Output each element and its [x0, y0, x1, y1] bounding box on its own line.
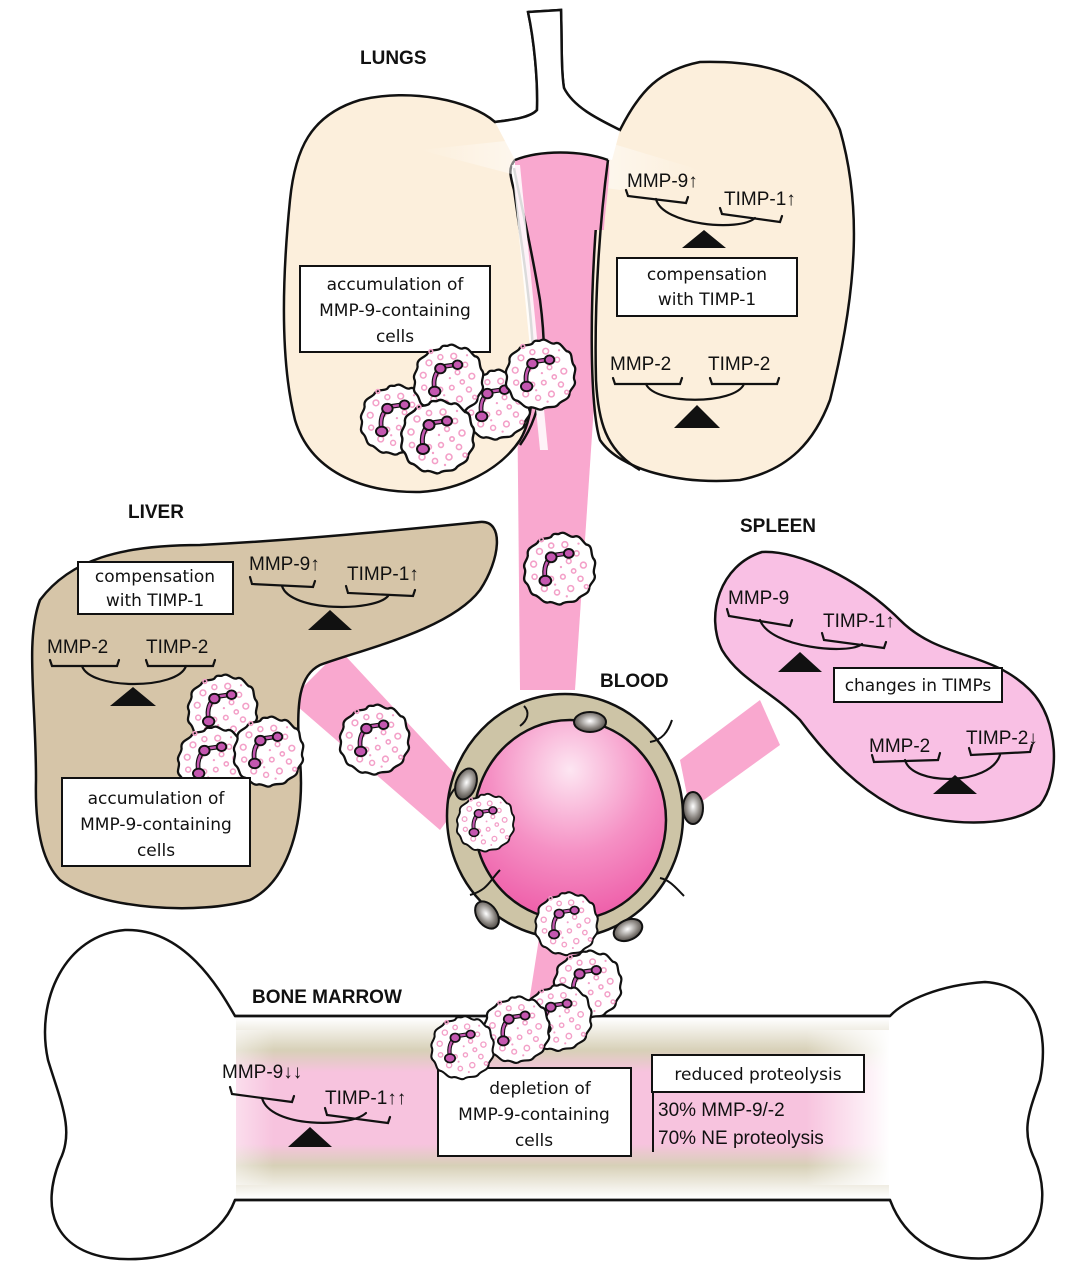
liver-scale-mmp9-timp1: MMP-9↑ TIMP-1↑: [248, 554, 419, 630]
spleen-scale-mmp2-timp2: MMP-2 TIMP-2↓: [869, 728, 1038, 794]
tract-spleen-blood: [680, 700, 780, 810]
lungs-title: LUNGS: [360, 48, 427, 69]
fulcrum-icon: [682, 230, 726, 248]
marrow-scale-mmp9-timp1: MMP-9↓↓ TIMP-1↑↑: [222, 1062, 406, 1147]
liver-organ: LIVER compensation with TIMP-1 MMP-9↑ TI…: [30, 502, 499, 910]
lungs-scale-bottom-left: MMP-2: [610, 354, 671, 375]
fulcrum-icon: [288, 1127, 332, 1147]
spleen-scale-mmp9-timp1: MMP-9 TIMP-1↑: [725, 588, 895, 672]
marrow-stat-mmp: 30% MMP-9/-2: [658, 1100, 785, 1121]
liver-comp-line1: compensation: [95, 567, 215, 587]
lungs-compensation-box: compensation with TIMP-1: [616, 257, 798, 317]
lungs-accumulation-box: accumulation of MMP-9-containing cells: [299, 265, 491, 353]
fulcrum-icon: [778, 652, 822, 672]
marrow-proteolysis: reduced proteolysis 30% MMP-9/-2 70% NE …: [651, 1054, 865, 1152]
endothelial-nuclei: [454, 711, 704, 943]
marrow-depletion-line3: cells: [515, 1131, 553, 1151]
liver-accum-line2: MMP-9-containing: [80, 815, 232, 835]
liver-scale-bottom-left: MMP-2: [47, 637, 108, 658]
spleen-organ: SPLEEN MMP-9 TIMP-1↑ changes in TIMPs MM…: [713, 516, 1056, 824]
marrow-scale-left-label: MMP-9↓↓: [222, 1062, 302, 1083]
spleen-scale-top-left: MMP-9: [728, 588, 789, 609]
nucleus-icon: [573, 711, 607, 733]
liver-comp-line2: with TIMP-1: [106, 591, 204, 611]
liver-accum-line1: accumulation of: [88, 789, 226, 809]
marrow-depletion-line2: MMP-9-containing: [458, 1105, 610, 1125]
liver-scale-top-left: MMP-9↑: [249, 554, 320, 575]
spleen-scale-bottom-right: TIMP-2↓: [966, 728, 1038, 749]
marrow-reduced-proteolysis: reduced proteolysis: [674, 1065, 841, 1085]
lungs-scale-mmp2-timp2: MMP-2 TIMP-2: [610, 354, 781, 428]
lungs-accum-line2: MMP-9-containing: [319, 301, 471, 321]
neutrophil-cell: [506, 340, 575, 410]
nucleus-icon: [612, 917, 644, 943]
nucleus-icon: [682, 791, 704, 825]
lungs-scale-bottom-right: TIMP-2: [708, 354, 770, 375]
lungs-comp-line1: compensation: [647, 265, 767, 285]
fulcrum-icon: [674, 405, 720, 428]
neutrophil-cell: [340, 705, 409, 775]
liver-scale-bottom-right: TIMP-2: [146, 637, 208, 658]
marrow-stat-ne: 70% NE proteolysis: [658, 1128, 824, 1149]
nucleus-icon: [454, 767, 478, 801]
blood-vessel: BLOOD: [445, 671, 704, 943]
marrow-scale-right-label: TIMP-1↑↑: [325, 1088, 406, 1109]
nucleus-icon: [474, 900, 500, 930]
bone-organ: BONE MARROW MMP-9↓↓ TIMP-1↑↑ depletion o…: [43, 928, 1045, 1261]
spleen-title: SPLEEN: [740, 516, 816, 537]
fulcrum-icon: [933, 775, 977, 794]
neutrophil-cell: [535, 892, 597, 955]
spleen-scale-bottom-left: MMP-2: [869, 736, 930, 757]
liver-title: LIVER: [128, 502, 184, 523]
liver-compensation-box: compensation with TIMP-1: [77, 561, 234, 615]
lungs-comp-line2: with TIMP-1: [658, 290, 756, 310]
neutrophil-cell: [234, 717, 303, 787]
spleen-changes-box: changes in TIMPs: [833, 667, 1003, 703]
neutrophil-cell: [524, 533, 595, 605]
neutrophil-cell: [431, 1016, 493, 1079]
lungs-organ: LUNGS MMP-9↑ TIMP-1↑ compensation with T…: [282, 8, 856, 494]
lungs-scale-top-right: TIMP-1↑: [724, 189, 796, 210]
neutrophil-cell: [454, 791, 517, 854]
liver-scale-mmp2-timp2: MMP-2 TIMP-2: [47, 637, 217, 706]
marrow-depletion-line1: depletion of: [489, 1079, 592, 1099]
fulcrum-icon: [308, 610, 352, 630]
lungs-scale-top-left: MMP-9↑: [627, 171, 698, 192]
spleen-scale-top-right: TIMP-1↑: [823, 611, 895, 632]
fulcrum-icon: [110, 687, 156, 706]
marrow-depletion-box: depletion of MMP-9-containing cells: [437, 1067, 632, 1157]
liver-scale-top-right: TIMP-1↑: [347, 564, 419, 585]
bone-marrow-title: BONE MARROW: [252, 987, 402, 1008]
spleen-changes-text: changes in TIMPs: [845, 676, 992, 696]
lungs-accum-line1: accumulation of: [327, 275, 465, 295]
liver-accum-line3: cells: [137, 841, 175, 861]
lungs-scale-mmp9-timp1: MMP-9↑ TIMP-1↑: [624, 171, 796, 248]
blood-title: BLOOD: [600, 671, 669, 692]
trachea: [495, 10, 620, 160]
liver-accumulation-box: accumulation of MMP-9-containing cells: [61, 777, 251, 867]
lungs-accum-line3: cells: [376, 327, 414, 347]
neutrophil-cell: [401, 400, 474, 474]
